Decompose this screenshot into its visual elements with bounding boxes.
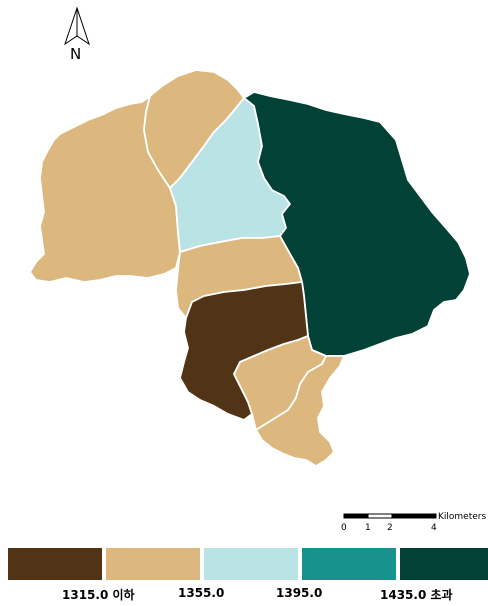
scale-bar: Kilometers 0 1 2 4 [341,512,486,533]
north-label: N [70,45,81,63]
north-arrow: N [64,6,90,63]
scale-unit-label: Kilometers [438,512,486,522]
legend-swatch-mid [204,548,298,580]
legend-label-low: 1355.0 [178,586,225,600]
map-regions [29,69,471,467]
region-east [243,91,471,357]
scale-tick-1: 1 [365,523,371,533]
legend-label-very-high: 1435.0 초과 [380,588,453,602]
legend-swatch-low [106,548,200,580]
legend [8,548,488,582]
scale-tick-2: 2 [387,523,393,533]
scale-tick-4: 4 [431,523,437,533]
legend-label-mid: 1395.0 [276,586,323,600]
legend-label-very-low: 1315.0 이하 [62,588,135,602]
legend-swatch-high [302,548,396,580]
legend-swatch-very-high [400,548,488,580]
region-south-b [255,355,345,467]
legend-swatch-very-low [8,548,102,580]
scale-tick-0: 0 [341,523,347,533]
